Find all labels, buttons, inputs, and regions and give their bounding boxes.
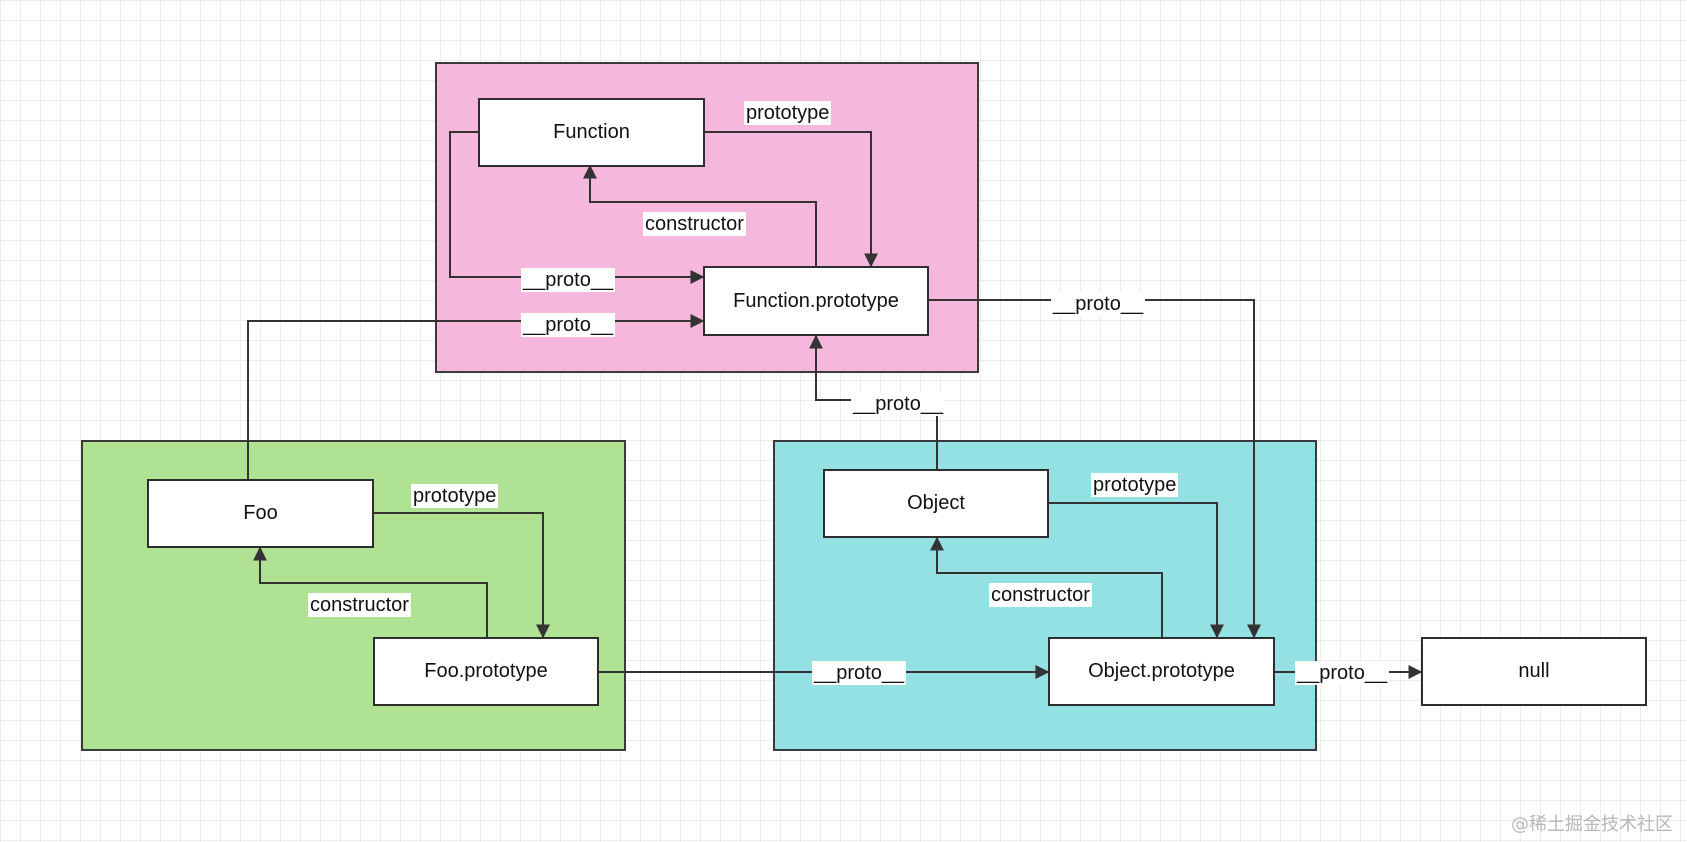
node-function-prototype: Function.prototype bbox=[703, 266, 929, 336]
edge-object-constructor bbox=[930, 536, 1163, 637]
edge-function-prototype-to-object-prototype bbox=[929, 299, 1261, 639]
label-foo-prototype: prototype bbox=[411, 484, 499, 508]
label-foo-prototype-to-object-prototype: __proto__ bbox=[812, 661, 907, 685]
edge-foo-to-function-proto bbox=[247, 314, 705, 480]
label-function-prototype: prototype bbox=[744, 101, 832, 125]
label-function-proto: __proto__ bbox=[521, 268, 616, 292]
node-function: Function bbox=[478, 98, 705, 167]
label-object-constructor: constructor bbox=[989, 583, 1092, 607]
label-function-prototype-to-object-prototype: __proto__ bbox=[1051, 292, 1146, 316]
edge-function-constructor bbox=[583, 164, 817, 266]
node-object: Object bbox=[823, 469, 1049, 538]
node-null: null bbox=[1421, 637, 1647, 706]
edge-foo-constructor bbox=[253, 546, 488, 637]
edge-function-prototype bbox=[704, 131, 878, 268]
edge-object-prototype bbox=[1049, 502, 1224, 639]
label-foo-constructor: constructor bbox=[308, 593, 411, 617]
node-foo: Foo bbox=[147, 479, 374, 548]
label-object-to-function-prototype: __proto__ bbox=[851, 392, 946, 416]
watermark: @稀土掘金技术社区 bbox=[1511, 814, 1673, 835]
label-function-constructor: constructor bbox=[643, 212, 746, 236]
edge-foo-prototype bbox=[374, 512, 550, 639]
label-object-prototype: prototype bbox=[1091, 473, 1179, 497]
label-object-prototype-to-null: __proto__ bbox=[1295, 661, 1390, 685]
node-foo-prototype: Foo.prototype bbox=[373, 637, 599, 706]
node-object-prototype: Object.prototype bbox=[1048, 637, 1275, 706]
label-foo-to-function-proto: __proto__ bbox=[521, 313, 616, 337]
